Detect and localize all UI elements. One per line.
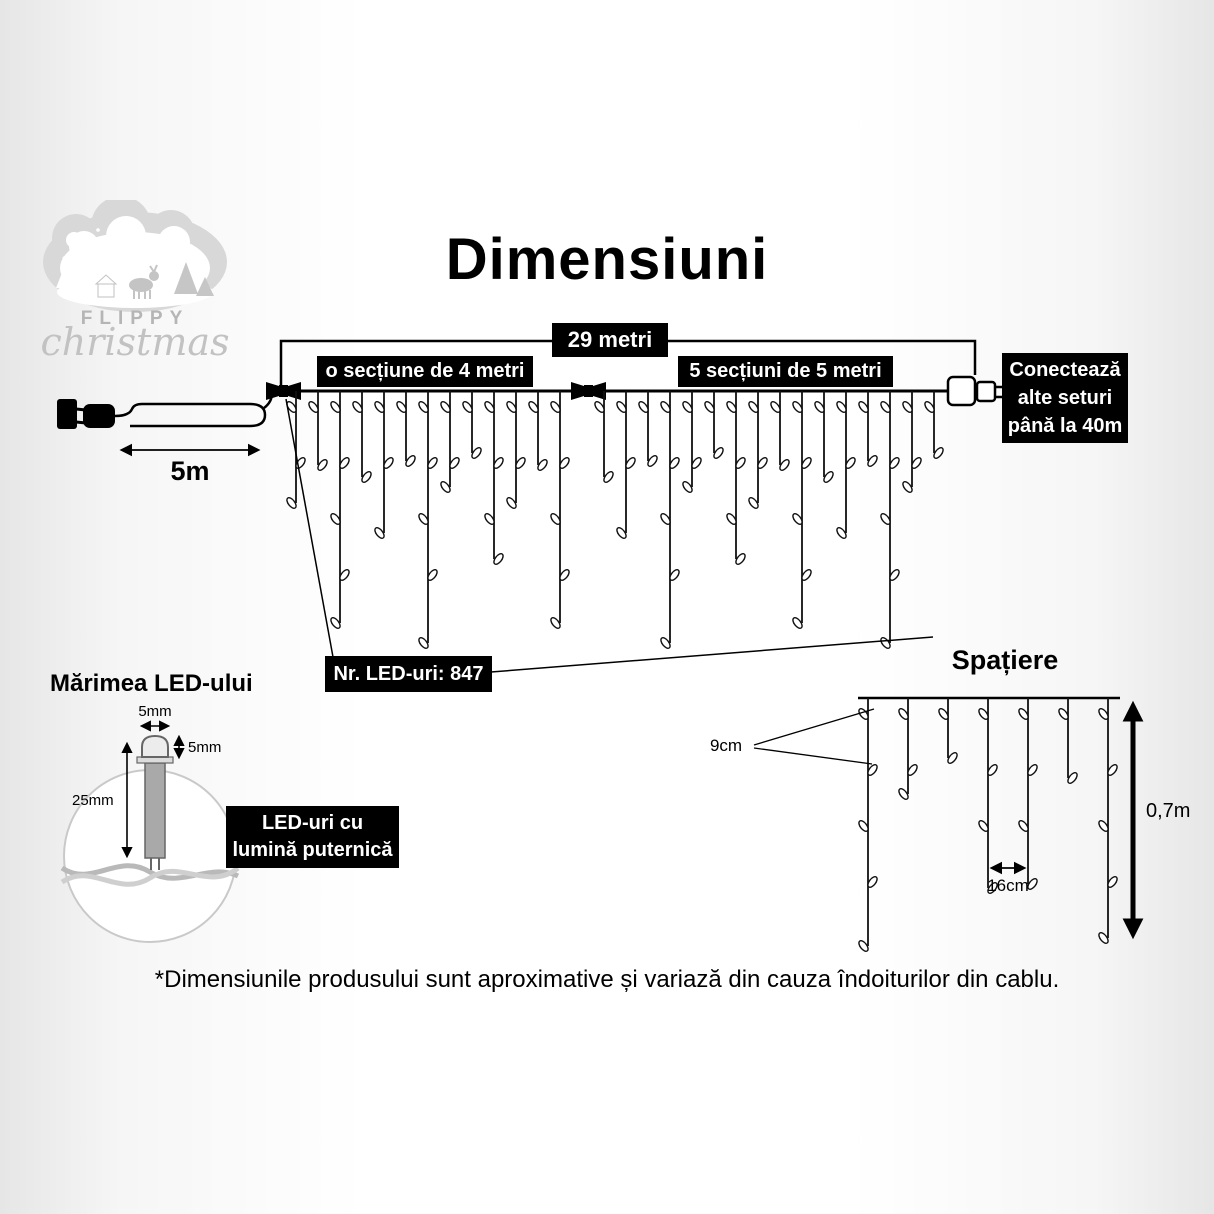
lead-length-label: 5m xyxy=(170,456,210,486)
logo-brand-text: FLIPPY xyxy=(80,308,190,329)
wire-connector-mid-icon xyxy=(571,382,606,400)
led-bulb-icon xyxy=(136,734,174,870)
icicle-lights-spacing xyxy=(858,698,1118,952)
total-length-label: 29 metri xyxy=(552,323,668,357)
led-feature-label: LED-uri cu lumină puternică xyxy=(226,806,399,868)
bulb-height-label: 5mm xyxy=(188,739,222,756)
lead-cable xyxy=(114,392,274,428)
logo-scene-icon xyxy=(43,196,227,312)
led-size-title: Mărimea LED-ului xyxy=(50,670,253,697)
wire-connector-left-icon xyxy=(266,382,301,400)
twisted-cable xyxy=(60,863,240,887)
icicle-lights-main xyxy=(286,391,944,649)
led-count-pointer-lines xyxy=(285,398,934,673)
drop-spacing-label: 16cm xyxy=(987,876,1029,895)
spacing-title: Spațiere xyxy=(951,645,1059,675)
connect-note-label: Conectează alte seturi până la 40m xyxy=(1002,353,1128,443)
led-spacing-pointer-lines xyxy=(753,708,875,765)
section-right-label: 5 secțiuni de 5 metri xyxy=(678,356,893,387)
led-count-label: Nr. LED-uri: 847 xyxy=(325,656,492,692)
power-plug-icon xyxy=(57,399,115,429)
led-measure-arrows xyxy=(121,720,185,859)
drop-height-label: 0,7m xyxy=(1146,800,1191,822)
logo-script-text: christmas xyxy=(40,320,230,364)
page-title: Dimensiuni xyxy=(445,227,769,292)
led-length-label: 25mm xyxy=(72,792,114,809)
end-connector-icon xyxy=(946,375,1003,407)
led-spacing-label: 9cm xyxy=(709,736,743,755)
disclaimer-text: *Dimensiunile produsului sunt aproximati… xyxy=(154,966,1060,993)
bulb-width-label: 5mm xyxy=(138,703,172,720)
section-left-label: o secțiune de 4 metri xyxy=(317,356,533,387)
brand-logo: FLIPPY christmas xyxy=(26,196,244,410)
